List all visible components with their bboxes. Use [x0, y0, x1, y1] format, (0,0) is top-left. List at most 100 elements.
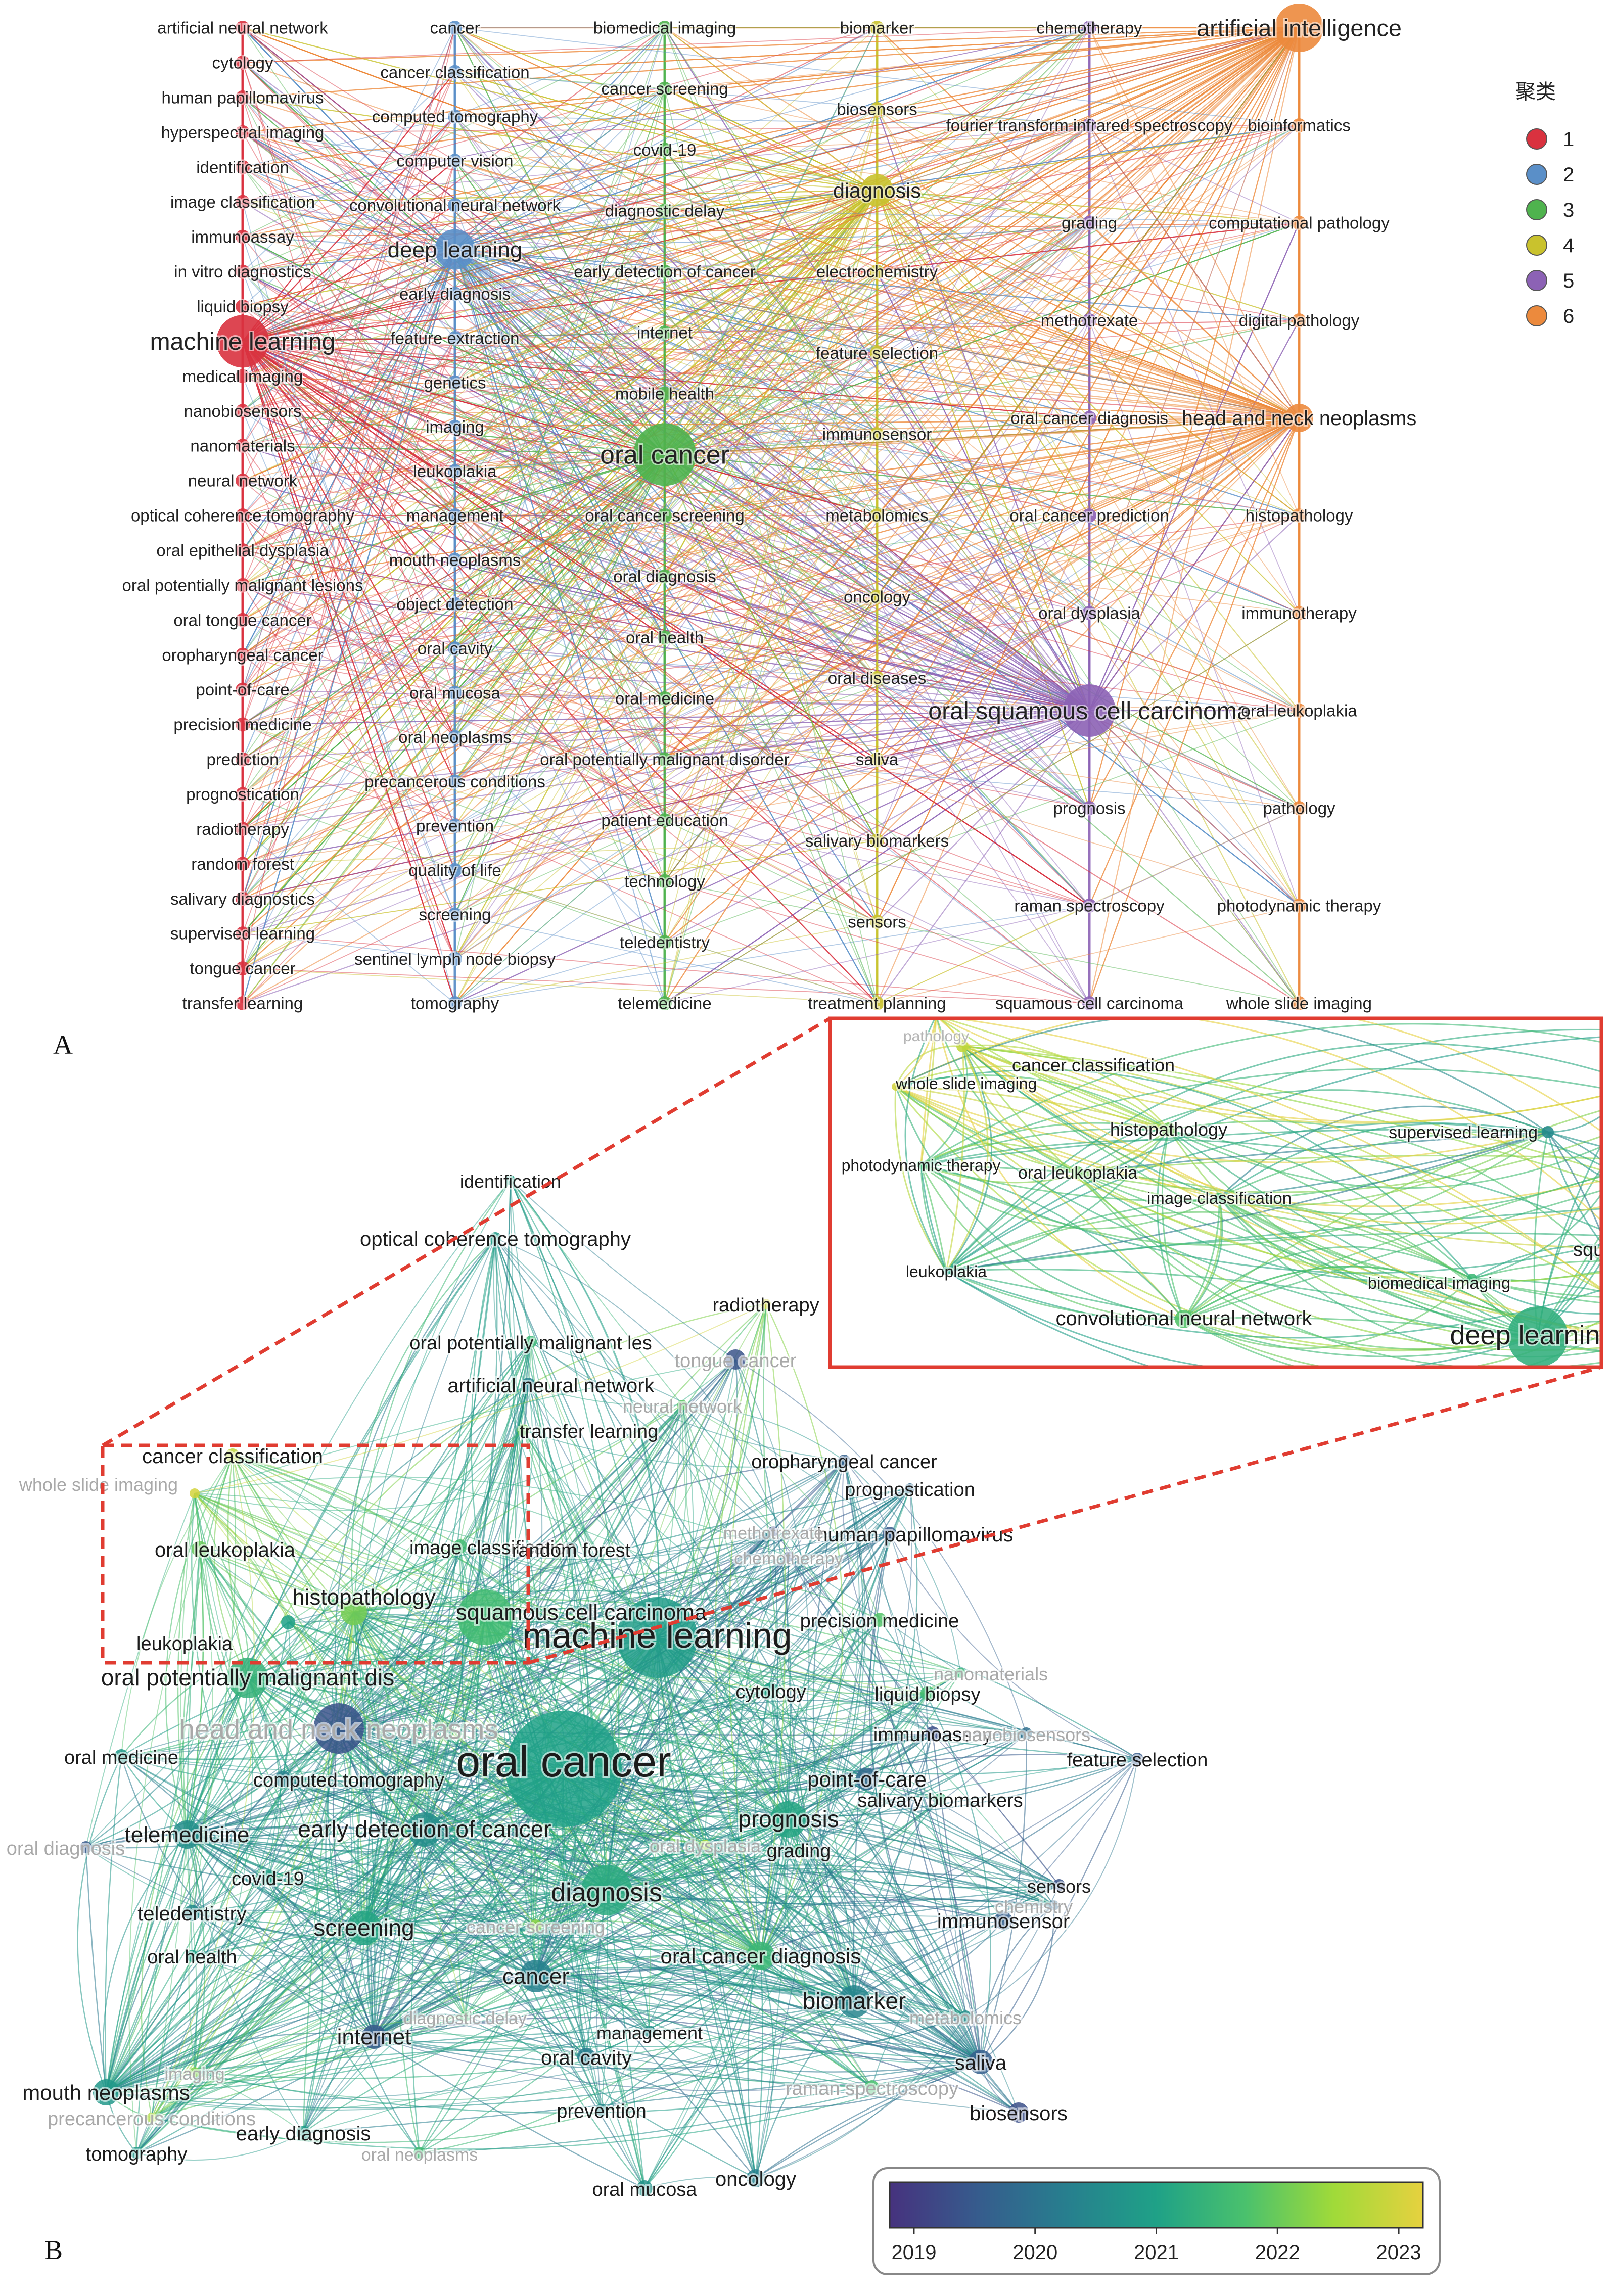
node-oral-mucosa[interactable] — [448, 685, 462, 700]
node-computed-tomography[interactable] — [448, 109, 462, 124]
node-raman-spectroscopy[interactable] — [865, 2080, 879, 2094]
node-feature-extraction[interactable] — [448, 331, 462, 346]
node-squamous-cell-carcinoma[interactable] — [457, 1589, 513, 1645]
inset-node-oral-leukoplakia[interactable] — [1072, 1166, 1084, 1179]
node-oral-potentially-malignant-lesions[interactable] — [236, 578, 250, 592]
node-diagnostic-delay[interactable] — [460, 2011, 470, 2022]
node-neural-network[interactable] — [677, 1400, 687, 1410]
node-salivary-biomarkers[interactable] — [934, 1793, 946, 1805]
node-random-forest[interactable] — [564, 1542, 578, 1556]
node-oropharyngeal-cancer[interactable] — [838, 1455, 850, 1467]
node-saliva[interactable] — [870, 752, 884, 767]
node-telemedicine[interactable] — [658, 996, 672, 1010]
node-cancer-classification[interactable] — [225, 1448, 240, 1463]
node-optical-coherence-tomography[interactable] — [236, 508, 250, 523]
node-technology[interactable] — [658, 874, 672, 888]
node-oral-health[interactable] — [186, 1950, 198, 1962]
node-hyperspectral-imaging[interactable] — [236, 125, 250, 139]
node-feature-selection[interactable] — [870, 346, 884, 360]
node-internet[interactable] — [362, 2025, 386, 2049]
node-chemotherapy[interactable] — [1082, 21, 1096, 35]
node-quality-of-life[interactable] — [448, 863, 462, 877]
node-raman-spectroscopy[interactable] — [1082, 899, 1096, 913]
node-oral-cancer[interactable] — [505, 1711, 622, 1827]
node-oral-cavity[interactable] — [448, 641, 462, 656]
node-oral-neoplasms[interactable] — [448, 730, 462, 744]
node-oral-dysplasia[interactable] — [700, 1840, 710, 1850]
node-transfer-learning[interactable] — [517, 1424, 529, 1436]
node-supervised-learning[interactable] — [236, 926, 250, 941]
inset-node-convolutional-neural-network[interactable] — [1175, 1310, 1193, 1328]
node-oral-cancer-prediction[interactable] — [1082, 508, 1096, 523]
node-tomography[interactable] — [130, 2147, 143, 2159]
node-oral-diseases[interactable] — [870, 671, 884, 685]
node-point-of-care[interactable] — [236, 682, 250, 697]
node-oral-cancer-diagnosis[interactable] — [1082, 411, 1096, 425]
node-internet[interactable] — [658, 325, 672, 340]
node-oncology[interactable] — [870, 589, 884, 604]
node-photodynamic-therapy[interactable] — [1292, 899, 1306, 913]
node-early-detection-of-cancer[interactable] — [658, 264, 672, 279]
node-precision-medicine[interactable] — [872, 1613, 887, 1627]
inset-node-photodynamic-therapy[interactable] — [917, 1161, 925, 1169]
node-cancer-screening[interactable] — [658, 81, 672, 96]
node-biomarker[interactable] — [838, 1985, 870, 2018]
node-medical-imaging[interactable] — [236, 369, 250, 384]
node-radiotherapy[interactable] — [761, 1299, 771, 1309]
node-feature-selection[interactable] — [1131, 1753, 1143, 1765]
node-salivary-diagnostics[interactable] — [236, 892, 250, 906]
node-computer-vision[interactable] — [448, 154, 462, 168]
node-tomography[interactable] — [448, 996, 462, 1010]
node-digital-pathology[interactable] — [1292, 313, 1306, 327]
node-oral-diagnosis[interactable] — [80, 1841, 92, 1853]
node-oral-health[interactable] — [658, 630, 672, 645]
node-chemotherapy[interactable] — [784, 1552, 794, 1562]
node-grading[interactable] — [793, 1844, 805, 1856]
node-diagnosis[interactable] — [861, 174, 893, 207]
node-squamous-cell-carcinoma[interactable] — [1082, 996, 1096, 1010]
node-precancerous-conditions[interactable] — [147, 2113, 157, 2123]
node-bioinformatics[interactable] — [1292, 118, 1306, 132]
node-sentinel-lymph-node-biopsy[interactable] — [448, 952, 462, 966]
node-head-and-neck-neoplasms[interactable] — [313, 1703, 364, 1754]
node-convolutional-neural-network[interactable] — [448, 198, 462, 212]
node-oral-cavity[interactable] — [577, 2048, 595, 2066]
node-nanobiosensors[interactable] — [1020, 1727, 1032, 1740]
node-point-of-care[interactable] — [856, 1768, 878, 1790]
node-genetics[interactable] — [448, 375, 462, 390]
node-oral-neoplasms[interactable] — [413, 2147, 426, 2159]
node-pathology[interactable] — [1292, 801, 1306, 815]
node-mouth-neoplasms[interactable] — [93, 2079, 119, 2105]
node-mouth-neoplasms[interactable] — [448, 552, 462, 567]
node-management[interactable] — [448, 508, 462, 523]
node-methotrexate[interactable] — [768, 1526, 778, 1536]
node-oral-potentially-malignant-dis[interactable] — [227, 1658, 268, 1698]
node-tongue-cancer[interactable] — [725, 1349, 746, 1370]
node-teledentistry[interactable] — [184, 1905, 200, 1921]
node-neural-network[interactable] — [236, 474, 250, 488]
node-nanobiosensors[interactable] — [236, 404, 250, 418]
node-oral-tongue-cancer[interactable] — [236, 613, 250, 627]
node-cytology[interactable] — [236, 55, 250, 70]
node-grading[interactable] — [1082, 216, 1096, 230]
node-precancerous-conditions[interactable] — [448, 774, 462, 789]
node-oral-mucosa[interactable] — [636, 2180, 653, 2196]
node-prognosis[interactable] — [770, 1801, 807, 1838]
node-oral-squamous-cell-carcinoma[interactable] — [1063, 684, 1116, 737]
node-identification[interactable] — [236, 160, 250, 174]
inset-node-deep-learning[interactable] — [1507, 1306, 1568, 1367]
node-prevention[interactable] — [595, 2104, 608, 2116]
inset-node-image-classification[interactable] — [1214, 1193, 1224, 1203]
node-early-diagnosis[interactable] — [296, 2126, 310, 2140]
node-screening[interactable] — [448, 907, 462, 922]
node-chemistry[interactable] — [1049, 1900, 1059, 1910]
node-patient-education[interactable] — [658, 813, 672, 828]
node-precision-medicine[interactable] — [236, 717, 250, 732]
node-oral-potentially-malignant-les[interactable] — [525, 1336, 537, 1348]
node-biosensors[interactable] — [870, 102, 884, 116]
node-oral-diagnosis[interactable] — [658, 569, 672, 584]
node-human-papillomavirus[interactable] — [883, 1527, 897, 1541]
node-biomarker[interactable] — [870, 21, 884, 35]
node-methotrexate[interactable] — [1082, 313, 1096, 327]
inset-node-biomedical-imaging[interactable] — [1467, 1274, 1477, 1284]
